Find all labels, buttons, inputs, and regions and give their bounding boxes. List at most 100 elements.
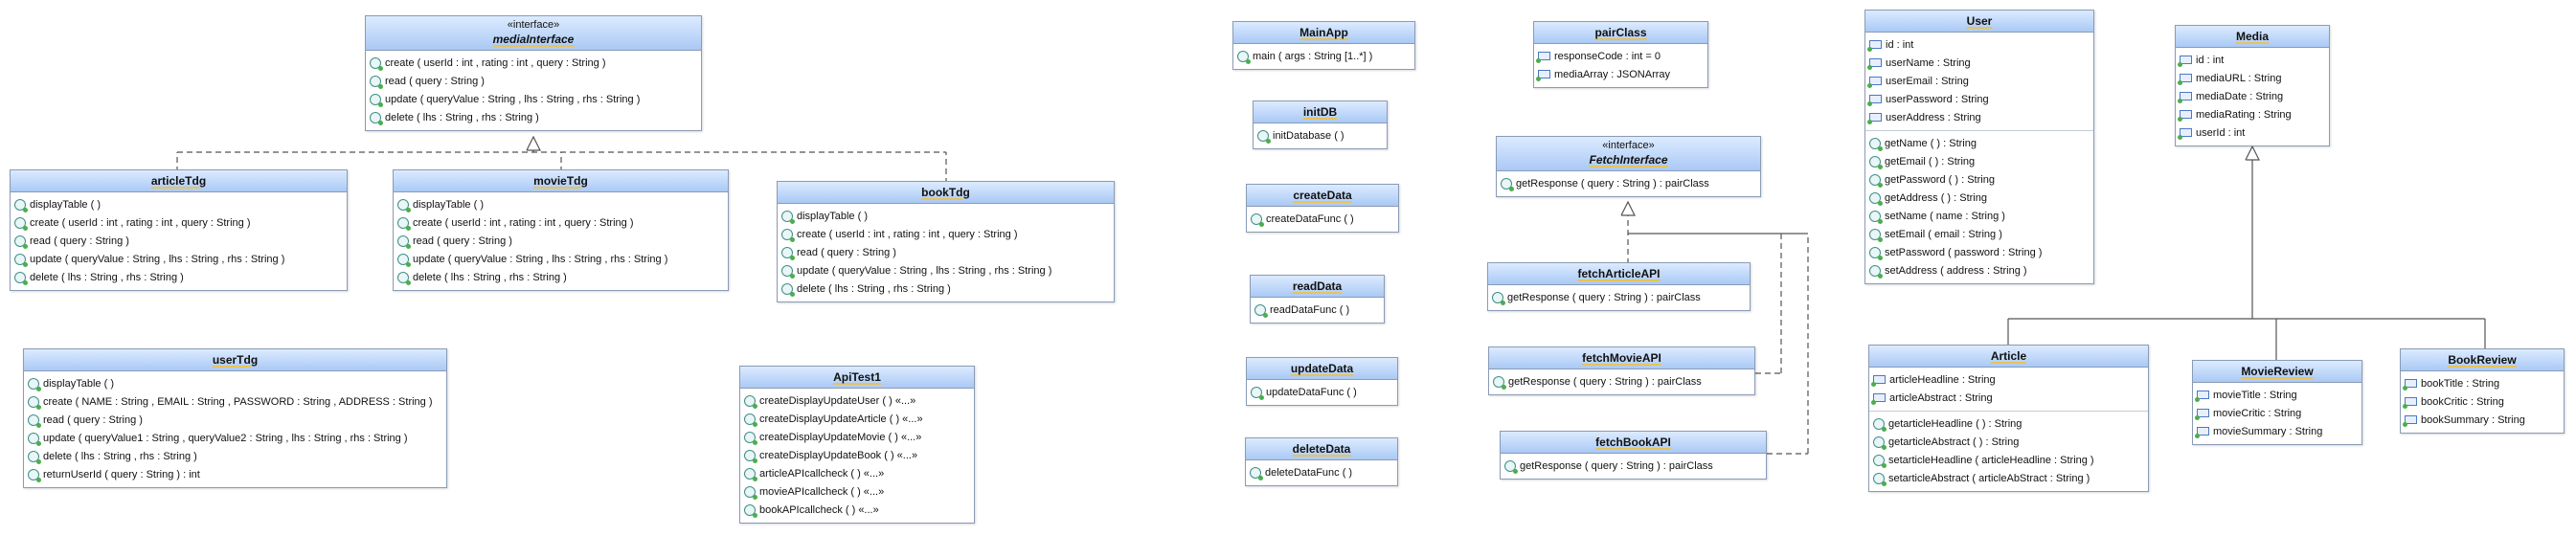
method-signature: update ( queryValue : String , lhs : Str… xyxy=(385,93,641,105)
method-row: setEmail ( email : String ) xyxy=(1869,225,2090,243)
methods-compartment: readDataFunc ( ) xyxy=(1251,298,1384,323)
method-row: getEmail ( ) : String xyxy=(1869,152,2090,170)
methods-compartment: getResponse ( query : String ) : pairCla… xyxy=(1489,369,1754,394)
class-header: createData xyxy=(1247,185,1398,207)
class-name: MainApp xyxy=(1299,26,1348,39)
field-icon xyxy=(1867,113,1882,124)
method-icon xyxy=(1869,155,1883,169)
method-row: createDisplayUpdateArticle ( ) «...» xyxy=(744,410,970,428)
method-icon xyxy=(370,93,383,107)
field-icon xyxy=(2403,397,2417,409)
field-icon xyxy=(1871,393,1886,405)
method-signature: delete ( lhs : String , rhs : String ) xyxy=(797,282,951,295)
class-name: createData xyxy=(1293,189,1352,202)
method-row: create ( userId : int , rating : int , q… xyxy=(370,54,697,72)
field-signature: mediaArray : JSONArray xyxy=(1554,68,1671,80)
methods-compartment: deleteDataFunc ( ) xyxy=(1246,460,1397,485)
class-header: MovieReview xyxy=(2193,361,2361,383)
method-signature: getResponse ( query : String ) : pairCla… xyxy=(1508,375,1702,388)
method-icon xyxy=(781,228,795,242)
class-box-fetch-article-api[interactable]: fetchArticleAPI getResponse ( query : Str… xyxy=(1487,262,1751,311)
method-row: update ( queryValue1 : String , queryVal… xyxy=(28,429,442,447)
method-row: getPassword ( ) : String xyxy=(1869,170,2090,189)
method-signature: read ( query : String ) xyxy=(797,246,896,258)
class-header: bookTdg xyxy=(778,182,1114,204)
field-signature: movieCritic : String xyxy=(2213,407,2302,419)
method-icon xyxy=(1254,303,1268,318)
method-icon xyxy=(1869,137,1883,151)
method-icon xyxy=(370,75,383,89)
method-row: getAddress ( ) : String xyxy=(1869,189,2090,207)
method-row: updateDataFunc ( ) xyxy=(1251,383,1393,401)
class-name: MovieReview xyxy=(2241,365,2314,378)
class-box-fetch-interface[interactable]: «interface»FetchInterface getResponse ( q… xyxy=(1496,136,1761,197)
field-row: responseCode : int = 0 xyxy=(1536,47,1704,65)
method-signature: getResponse ( query : String ) : pairCla… xyxy=(1520,459,1713,472)
method-icon xyxy=(370,56,383,71)
method-signature: create ( userId : int , rating : int , q… xyxy=(385,56,606,69)
method-row: displayTable ( ) xyxy=(28,374,442,392)
method-icon xyxy=(397,234,411,249)
methods-compartment: createDisplayUpdateUser ( ) «...»createD… xyxy=(740,389,974,523)
method-signature: update ( queryValue : String , lhs : Str… xyxy=(413,253,668,265)
method-row: bookAPIcallcheck ( ) «...» xyxy=(744,501,970,519)
method-row: update ( queryValue : String , lhs : Str… xyxy=(781,261,1110,279)
field-row: userId : int xyxy=(2178,123,2325,142)
method-row: setAddress ( address : String ) xyxy=(1869,261,2090,279)
method-row: getarticleAbstract ( ) : String xyxy=(1873,433,2144,451)
field-icon xyxy=(1536,70,1550,81)
field-signature: articleAbstract : String xyxy=(1889,391,1993,404)
method-row: delete ( lhs : String , rhs : String ) xyxy=(781,279,1110,298)
method-signature: displayTable ( ) xyxy=(43,377,114,390)
field-row: userName : String xyxy=(1867,54,2090,72)
method-row: articleAPIcallcheck ( ) «...» xyxy=(744,464,970,482)
class-name: fetchArticleAPI xyxy=(1577,267,1661,280)
method-signature: getResponse ( query : String ) : pairCla… xyxy=(1507,291,1701,303)
class-name: mediaInterface xyxy=(492,33,575,46)
field-signature: id : int xyxy=(1886,38,1914,51)
generalization-arrowhead xyxy=(2245,145,2260,161)
field-icon xyxy=(2178,74,2192,85)
method-signature: getResponse ( query : String ) : pairCla… xyxy=(1516,177,1709,190)
field-signature: userId : int xyxy=(2196,126,2246,139)
class-header: ApiTest1 xyxy=(740,367,974,389)
field-signature: id : int xyxy=(2196,54,2225,66)
field-signature: responseCode : int = 0 xyxy=(1554,50,1661,62)
class-box-media-interface[interactable]: «interface» mediaInterface create ( userId… xyxy=(365,15,702,131)
method-signature: read ( query : String ) xyxy=(385,75,485,87)
method-signature: updateDataFunc ( ) xyxy=(1266,386,1357,398)
method-row: getResponse ( query : String ) : pairCla… xyxy=(1493,372,1751,391)
field-icon xyxy=(2178,110,2192,122)
method-row: read ( query : String ) xyxy=(14,232,343,250)
class-header: «interface»FetchInterface xyxy=(1497,137,1760,171)
methods-compartment: initDatabase ( ) xyxy=(1254,123,1387,148)
method-signature: setarticleAbstract ( articleAbStract : S… xyxy=(1888,472,2090,484)
field-row: bookTitle : String xyxy=(2403,374,2560,392)
method-row: delete ( lhs : String , rhs : String ) xyxy=(370,108,697,126)
method-icon xyxy=(1869,191,1883,206)
class-name: fetchMovieAPI xyxy=(1582,351,1661,365)
method-icon xyxy=(1501,177,1514,191)
field-icon xyxy=(2195,427,2209,438)
stereotype-label: «interface» xyxy=(507,19,560,31)
class-box-fetch-movie-api[interactable]: fetchMovieAPI getResponse ( query : Strin… xyxy=(1488,346,1755,395)
